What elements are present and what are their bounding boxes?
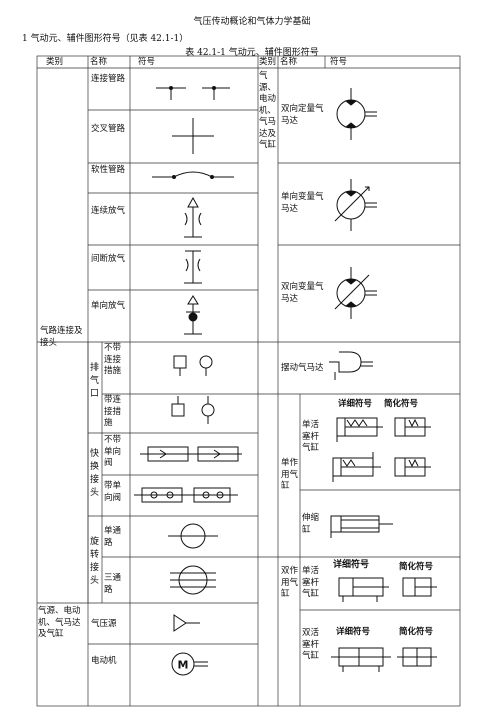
row-name-swing-motor: 摆动气马达 [281,363,324,373]
motor-letter: M [178,659,189,672]
symbol-bidir-fixed-motor [336,88,377,140]
label-simple-3: 简化符号 [399,627,434,637]
group-single-acting-cylinder: 单作用气缸 [281,458,299,491]
table-caption: 表 42.1-1 气动元、辅件图形符号 [185,48,319,58]
row-name-flexible-pipe: 软性管路 [91,165,126,175]
row-name-exhaust-connected: 带连接措施 [104,395,122,428]
symbol-unidir-variable-motor [334,179,377,231]
symbol-oneway-bleed [184,295,202,335]
symbol-exhaust-plain [173,355,213,376]
row-name-quick-no-check: 不带单向阀 [104,435,122,468]
label-simple-2: 简化符号 [399,562,434,572]
row-name-rotary-triple: 三通路 [104,573,122,595]
row-name-exhaust-plain: 不带连接措施 [104,343,122,376]
row-name-air-source: 气压源 [91,619,117,629]
row-name-double-single-rod: 单活塞杆气缸 [302,566,320,599]
group-double-acting-cylinder: 双作用气缸 [281,566,299,599]
label-simple-1: 简化符号 [384,399,419,409]
symbol-exhaust-connected [171,396,215,424]
symbol-connect-pipe [156,86,230,100]
symbol-swing-motor [329,351,373,380]
row-name-electric-motor: 电动机 [91,656,117,666]
symbol-quick-no-check [140,446,242,462]
section-heading: 1 气动元、辅件图形符号（见表 42.1-1） [22,34,189,44]
symbol-single-rod-cylinder-single-acting [332,417,431,482]
label-detail-1: 详细符号 [338,399,373,409]
label-detail-2: 详细符号 [333,560,370,570]
symbol-double-single-rod [338,577,437,602]
symbol-double-double-rod [331,647,437,672]
symbol-telescopic-cylinder [330,515,393,538]
row-name-bidir-variable-motor: 双向变量气马达 [281,282,324,304]
group-source-left: 气源、电动机、气马达及气缸 [38,606,81,639]
row-name-continuous-bleed: 连续放气 [91,206,126,216]
symbol-quick-with-check [134,487,238,503]
document-title: 气压传动概论和气体力学基础 [193,17,311,27]
row-name-bidir-fixed-motor: 双向定量气马达 [281,104,324,126]
group-exhaust: 排气口 [90,363,100,399]
header-name-2: 名称 [280,57,298,67]
group-quick-coupling: 快换接头 [90,449,100,498]
header-symbol: 符号 [138,57,156,67]
symbol-continuous-bleed [184,196,202,238]
row-name-rotary-single: 单通路 [104,526,122,548]
label-detail-3: 详细符号 [336,627,371,637]
symbol-air-source [173,614,200,632]
header-name: 名称 [90,57,108,67]
symbol-rotary-triple [170,565,216,595]
row-name-double-double-rod: 双活塞杆气缸 [302,628,320,661]
row-name-connect-pipe: 连接管路 [91,74,126,84]
group-pipe-connections: 气路连接及接头 [40,326,83,348]
group-rotary-joint: 旋转接头 [90,537,100,586]
row-name-intermittent-bleed: 间断放气 [91,254,126,264]
header-symbol-2: 符号 [330,57,348,67]
row-name-oneway-bleed: 单向放气 [91,301,126,311]
header-category: 类别 [46,57,64,67]
row-name-cross-pipe: 交叉管路 [91,124,126,134]
row-name-single-rod-cylinder: 单活塞杆气缸 [302,420,320,453]
symbol-intermittent-bleed [184,250,202,284]
row-name-unidir-variable-motor: 单向变量气马达 [281,192,324,214]
header-category-2: 类别 [259,57,277,67]
symbol-bidir-variable-motor [334,267,377,319]
group-source-right: 气源、电动机、气马达及气缸 [259,71,277,150]
symbol-electric-motor: M [171,652,208,676]
symbol-rotary-single [168,523,218,549]
symbol-flexible-pipe [152,171,234,179]
row-name-quick-with-check: 带单向阀 [104,481,122,503]
symbol-cross-pipe [172,118,214,154]
row-name-telescopic-cylinder: 伸缩缸 [302,513,320,535]
